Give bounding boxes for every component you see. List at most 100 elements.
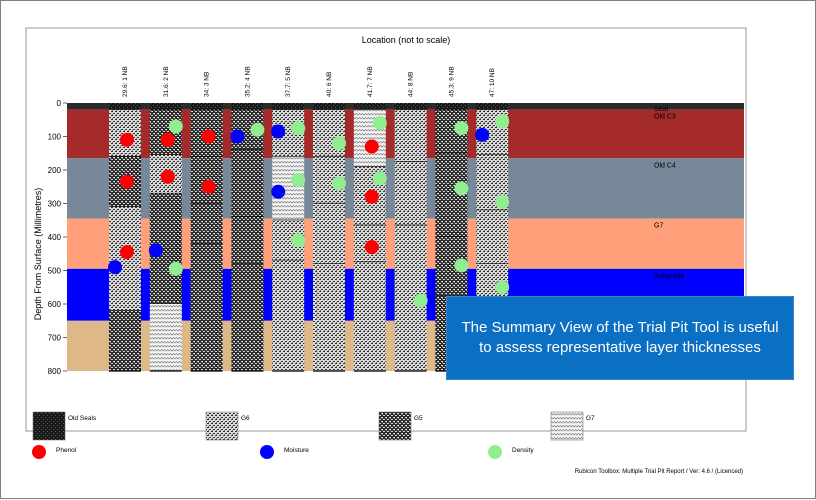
legend-label: G6 (241, 415, 250, 422)
pit-label: 47: 10 NB (489, 68, 496, 97)
point-density (250, 122, 265, 137)
point-phenol (160, 169, 175, 184)
legend-label: Density (512, 447, 534, 454)
trial-pit-9: 45.3: 9 NB (435, 66, 469, 372)
trial-pits: 29.6: 1 NB 31.6: 2 NB 34: 3 NB 35.2: 4 NB 37… (108, 66, 510, 372)
y-tick-label: 100 (48, 133, 62, 142)
band-label: Old C3 (654, 114, 676, 121)
point-moisture (271, 184, 286, 199)
callout-box: The Summary View of the Trial Pit Tool i… (446, 296, 794, 380)
pit-layer (231, 216, 264, 264)
pit-layer (313, 203, 345, 264)
y-tick-label: 300 (48, 200, 62, 209)
pit-layer (394, 103, 427, 110)
point-phenol (120, 245, 134, 260)
point-density (495, 114, 510, 129)
callout-text: The Summary View of the Trial Pit Tool i… (461, 319, 779, 356)
pit-label: 37.7: 5 NB (285, 66, 292, 97)
y-tick-label: 200 (48, 166, 62, 175)
legend-label: Phenol (56, 447, 77, 454)
point-density (454, 121, 469, 136)
footer-text: Rubicon Toolbox: Multiple Trial Pit Repo… (575, 469, 743, 475)
trial-pit-4: 35.2: 4 NB (230, 66, 265, 372)
pit-layer (149, 304, 182, 371)
legend-swatch-old-seals (32, 411, 66, 441)
trial-pit-3: 34: 3 NB (190, 72, 223, 372)
trial-pit-1: 29.6: 1 NB (108, 66, 141, 372)
point-moisture (148, 243, 163, 258)
point-moisture (230, 129, 245, 144)
point-phenol (364, 189, 379, 204)
pit-layer (231, 103, 264, 110)
legend-label: G5 (414, 415, 423, 422)
y-tick-label: 800 (48, 367, 62, 376)
point-density (495, 280, 510, 295)
pit-layer (353, 262, 386, 371)
pit-layer (190, 103, 223, 110)
legend-swatch-g5 (378, 411, 412, 441)
band-label: Subgrade (654, 273, 684, 280)
pit-label: 44: 8 NB (408, 72, 415, 97)
pit-layer (109, 310, 141, 371)
band-label: G7 (654, 223, 663, 230)
y-tick-label: 400 (48, 233, 62, 242)
point-density (372, 171, 387, 186)
legend-swatch-g7 (550, 411, 584, 441)
point-density (495, 194, 510, 209)
pit-layer (313, 103, 345, 110)
point-density (454, 258, 469, 273)
point-moisture (475, 127, 490, 142)
point-density (413, 293, 428, 308)
pit-layer (272, 103, 305, 110)
point-phenol (364, 139, 379, 154)
pit-layer (149, 103, 182, 110)
trial-pit-7: 41.7: 7 NB (353, 66, 387, 372)
point-density (168, 261, 183, 276)
pit-layer (394, 109, 427, 162)
pit-layer (272, 260, 305, 371)
point-density (291, 173, 306, 188)
pit-label: 40: 6 NB (326, 72, 333, 97)
legend-label: G7 (586, 415, 595, 422)
point-density (332, 176, 346, 191)
point-moisture (108, 260, 122, 275)
trial-pit-2: 31.6: 2 NB (148, 66, 183, 372)
pit-layer (190, 203, 223, 244)
trial-pit-5: 37.7: 5 NB (271, 66, 306, 372)
point-moisture (271, 124, 286, 139)
pit-label: 45.3: 9 NB (448, 66, 455, 97)
legend-marker-moisture (260, 445, 274, 459)
pit-label: 41.7: 7 NB (367, 66, 374, 97)
point-density (454, 181, 469, 196)
pit-layer (231, 263, 264, 371)
pit-layer (394, 161, 427, 226)
pit-label: 31.6: 2 NB (163, 66, 170, 97)
point-density (168, 119, 183, 134)
point-density (372, 116, 387, 131)
legend-label: Old Seals (68, 415, 97, 422)
band-label: Seal (654, 106, 668, 113)
y-tick-label: 700 (48, 334, 62, 343)
pit-layer (313, 263, 345, 371)
legend-marker-density (488, 445, 502, 459)
y-tick-label: 600 (48, 300, 62, 309)
trial-pit-6: 40: 6 NB (313, 72, 346, 372)
pit-label: 29.6: 1 NB (122, 66, 129, 97)
point-phenol (120, 132, 134, 147)
legend-marker-phenol (32, 445, 46, 459)
pit-label: 34: 3 NB (204, 72, 211, 97)
point-phenol (160, 132, 175, 147)
legend-label: Moisture (284, 447, 309, 454)
point-phenol (364, 240, 379, 255)
point-density (291, 121, 306, 136)
point-phenol (201, 179, 216, 194)
pit-layer (476, 103, 509, 110)
pit-layer (353, 103, 386, 110)
pit-layer (435, 103, 468, 110)
band-label: Old C4 (654, 162, 676, 169)
pit-layer (109, 103, 141, 110)
